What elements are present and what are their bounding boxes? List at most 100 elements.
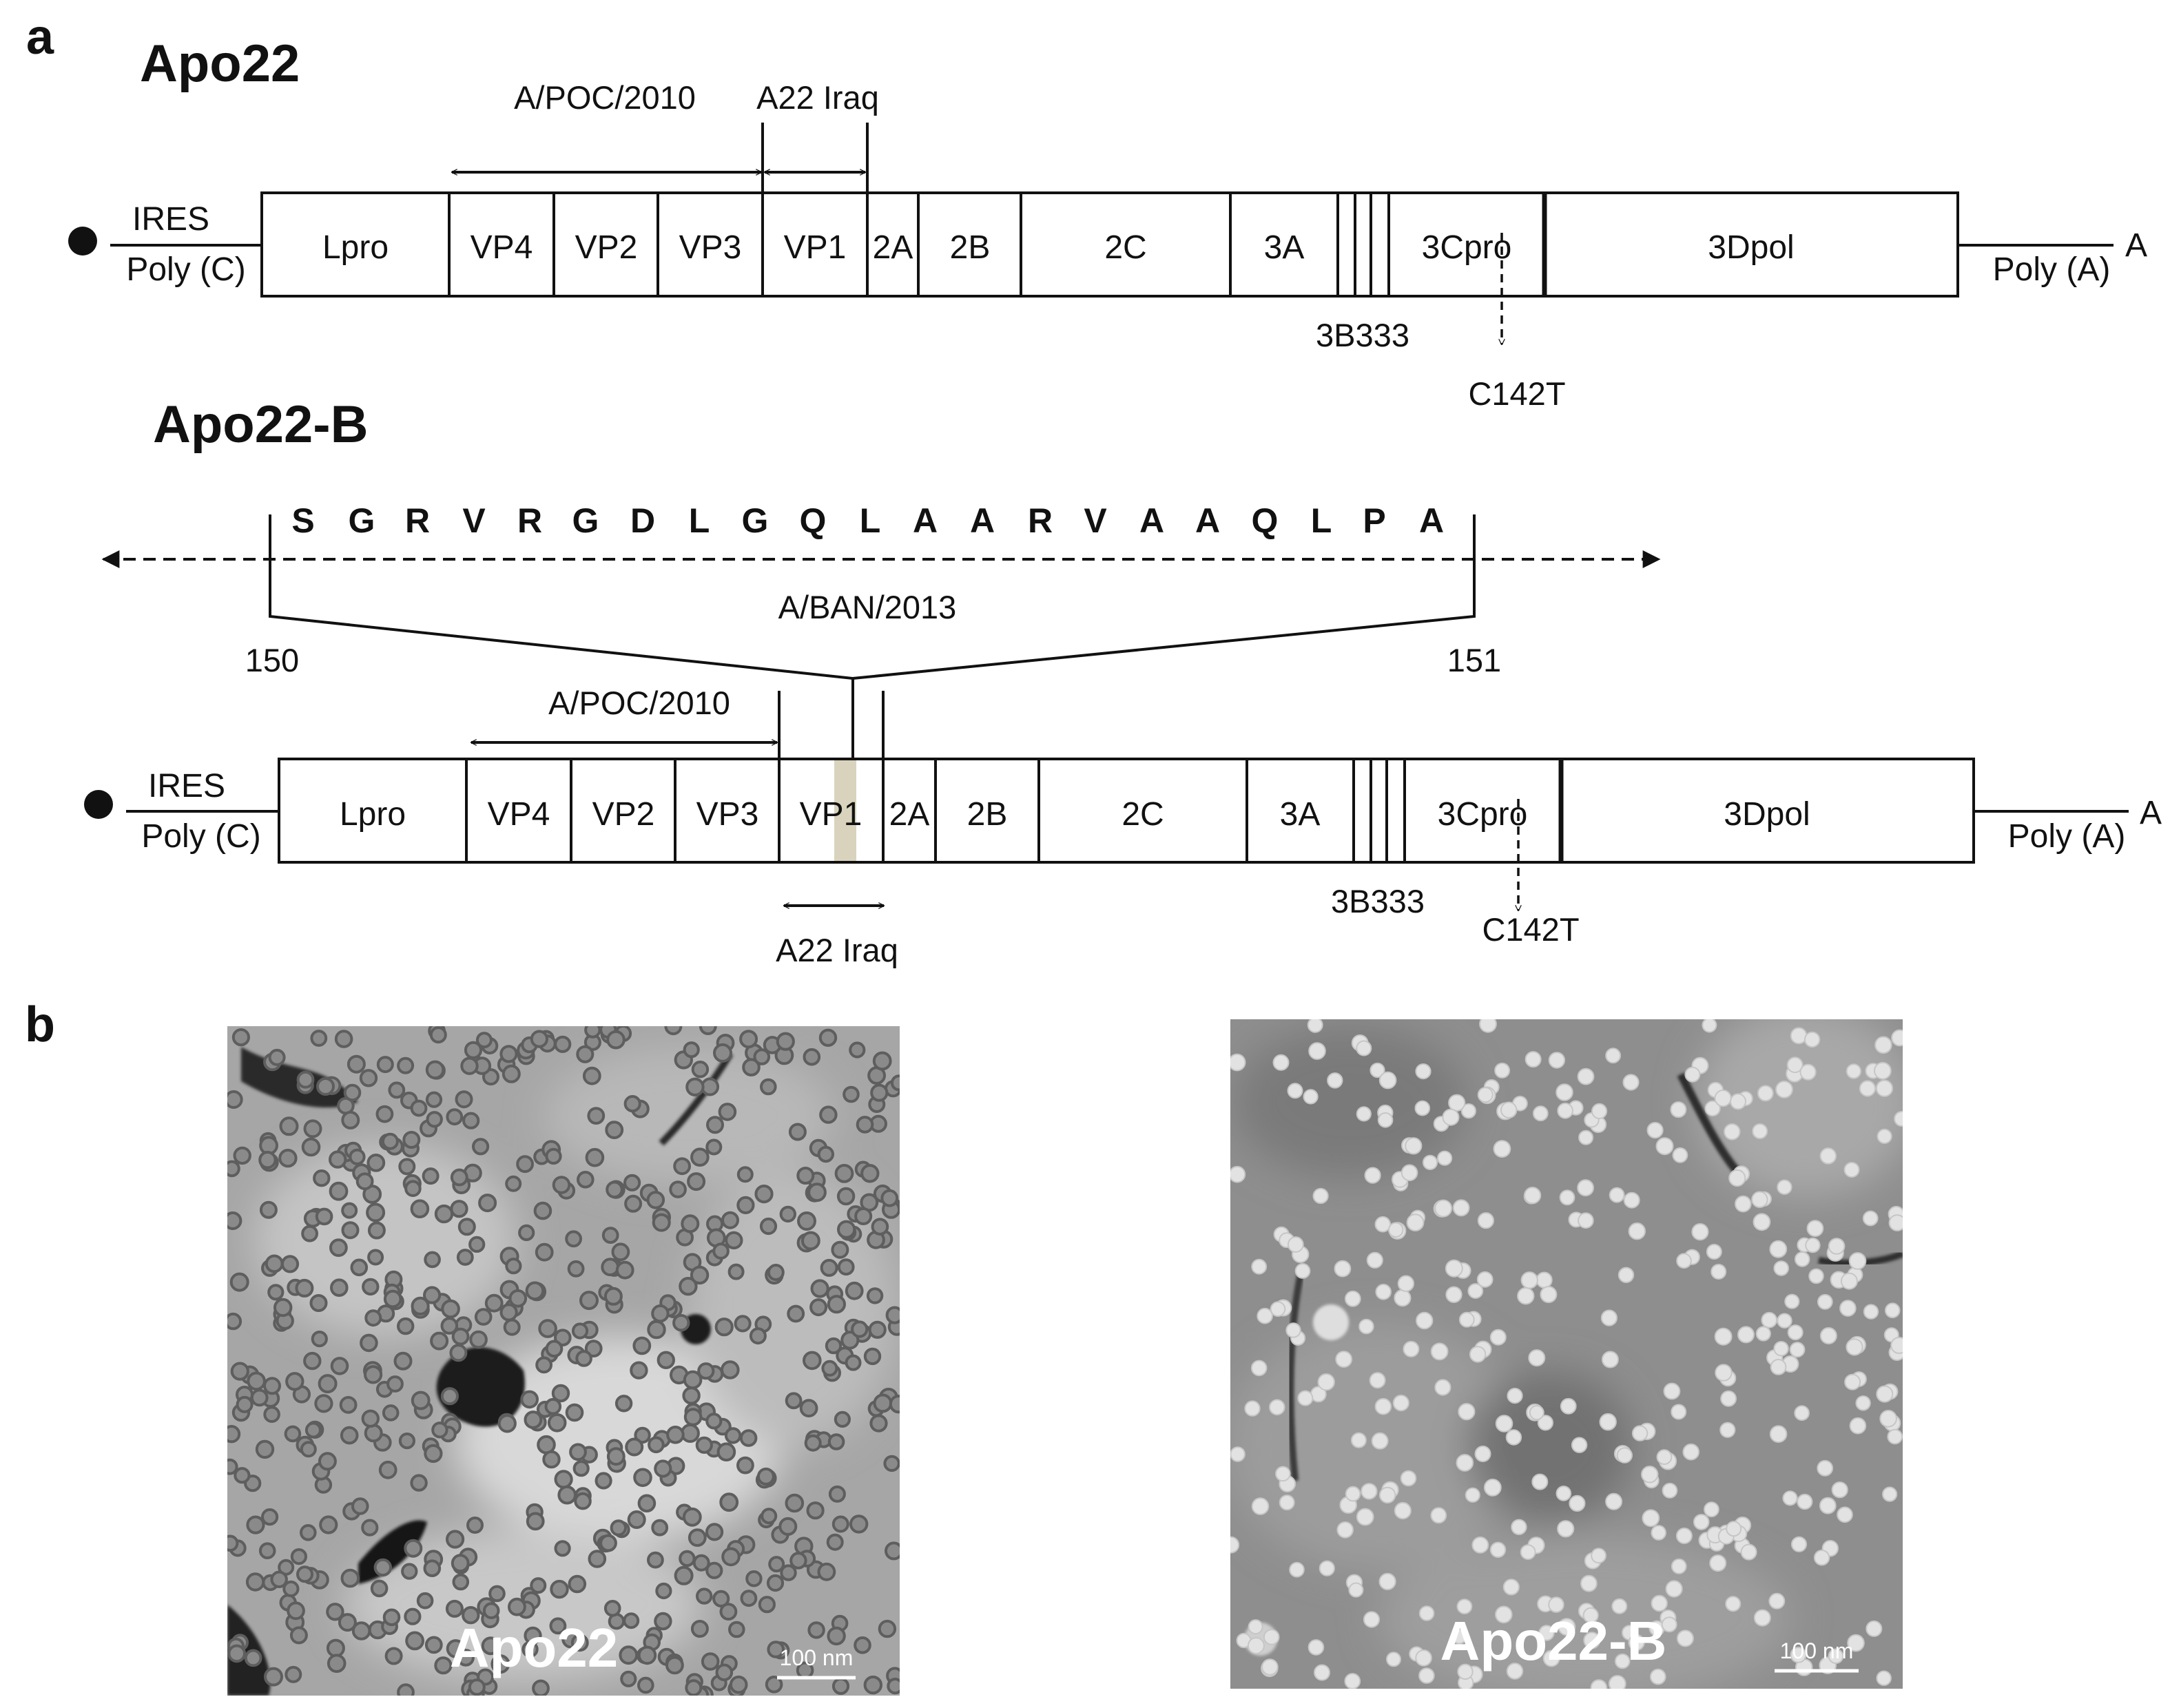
virus-particle	[367, 1221, 386, 1240]
virus-particle	[423, 1286, 442, 1304]
virus-particle	[863, 1675, 883, 1695]
virus-particle	[669, 1180, 687, 1198]
virus-particle	[627, 1510, 646, 1529]
virus-particle	[1434, 1199, 1453, 1218]
virus-particle	[1591, 1103, 1608, 1120]
virus-particle	[245, 1572, 265, 1592]
seq-residue: G	[572, 501, 599, 540]
virus-particle	[623, 1174, 641, 1191]
virus-particle	[637, 1645, 657, 1665]
virus-particle	[1863, 1304, 1879, 1320]
virus-particle	[1257, 1307, 1273, 1324]
virus-particle	[1773, 1260, 1789, 1276]
virus-particle	[370, 1579, 389, 1598]
virus-particle	[1230, 1053, 1246, 1072]
virus-particle	[1799, 1063, 1817, 1081]
virus-particle	[873, 1393, 893, 1413]
virus-particle	[364, 1365, 383, 1384]
virus-particle	[713, 1043, 732, 1063]
virus-particle	[1434, 1379, 1451, 1396]
virus-particle	[1777, 1313, 1792, 1329]
virus-particle	[1813, 1550, 1830, 1566]
virus-particle	[1641, 1466, 1659, 1483]
insert-sequence: S G R V R G D L G Q L A A R V A A Q L P …	[291, 501, 1444, 540]
region-vp3: VP3	[679, 229, 742, 266]
virus-particle	[1828, 1648, 1844, 1664]
virus-particle	[424, 1636, 443, 1654]
virus-particle	[880, 1189, 899, 1207]
panel-a-label: a	[26, 10, 54, 65]
virus-particle	[692, 1554, 710, 1572]
virus-particle	[1556, 1083, 1573, 1101]
virus-particle	[469, 1330, 488, 1349]
virus-particle	[1876, 1670, 1892, 1686]
virus-particle	[497, 1414, 517, 1433]
virus-particle	[1422, 1154, 1438, 1171]
virus-particle	[1882, 1486, 1898, 1502]
virus-particle	[1846, 1338, 1863, 1356]
virus-particle	[870, 1083, 889, 1102]
virus-particle	[355, 1172, 374, 1191]
virus-particle	[1344, 1290, 1361, 1307]
virus-particle	[557, 1485, 577, 1505]
virus-particle	[1558, 1618, 1576, 1636]
virus-particle	[1650, 1668, 1666, 1685]
virus-particle	[1725, 1596, 1742, 1612]
virus-particle	[410, 1099, 428, 1117]
virus-particle	[1769, 1425, 1788, 1443]
region-3dpol: 3Dpol	[1724, 796, 1810, 833]
virus-particle	[1275, 1466, 1291, 1482]
virus-particle	[1528, 1349, 1546, 1367]
virus-particle	[289, 1626, 308, 1645]
region-vp4: VP4	[471, 229, 533, 266]
virus-particle	[582, 1066, 601, 1085]
virus-particle	[227, 1425, 241, 1444]
virus-particle	[1319, 1560, 1335, 1576]
virus-particle	[410, 1474, 428, 1492]
virus-particle	[1628, 1222, 1646, 1240]
virus-particle	[742, 1058, 761, 1076]
seq-residue: Q	[800, 501, 827, 540]
virus-particle	[728, 1621, 745, 1638]
virus-particle	[760, 1078, 777, 1096]
virus-particle	[890, 1074, 900, 1092]
virus-particle	[326, 1638, 345, 1658]
virus-particle	[326, 1603, 344, 1621]
virus-particle	[1843, 1162, 1860, 1178]
virus-particle	[318, 1452, 337, 1471]
virus-particle	[1542, 1649, 1560, 1667]
virus-particle	[831, 1677, 850, 1695]
virus-particle	[468, 1236, 486, 1253]
virus-particle	[429, 1026, 447, 1044]
virus-particle	[695, 1436, 713, 1454]
virus-particle	[404, 1607, 422, 1625]
virus-particle	[705, 1523, 724, 1541]
virus-particle	[1605, 1492, 1623, 1510]
virus-particle	[863, 1347, 882, 1366]
virus-particle	[1467, 1283, 1484, 1299]
virus-particle	[303, 1351, 322, 1371]
seq-residue: R	[517, 501, 542, 540]
virus-particle	[568, 1574, 587, 1594]
virus-particle	[651, 1304, 670, 1323]
virus-particle	[255, 1439, 275, 1459]
virus-particle	[1377, 1112, 1394, 1128]
virus-particle	[474, 1308, 493, 1326]
virus-particle	[314, 1394, 333, 1413]
virus-particle	[1335, 1351, 1353, 1368]
virus-particle	[785, 1493, 805, 1513]
virus-particle	[425, 1060, 445, 1080]
virus-particle	[234, 1467, 251, 1484]
seq-residue: A	[1419, 501, 1444, 540]
virus-particle	[1415, 1063, 1432, 1080]
virus-particle	[1270, 1301, 1286, 1317]
construct-apo22: Apo22 A/POC/2010 A22 Iraq IRES Poly (C)	[68, 34, 2147, 412]
virus-particle	[715, 1663, 734, 1682]
virus-particle	[554, 1540, 571, 1557]
region-vp1: VP1	[784, 229, 847, 266]
virus-particle	[827, 1626, 846, 1646]
virus-particle	[1345, 1486, 1361, 1502]
virus-particle	[1375, 1284, 1392, 1300]
virus-particle	[1493, 1140, 1511, 1158]
